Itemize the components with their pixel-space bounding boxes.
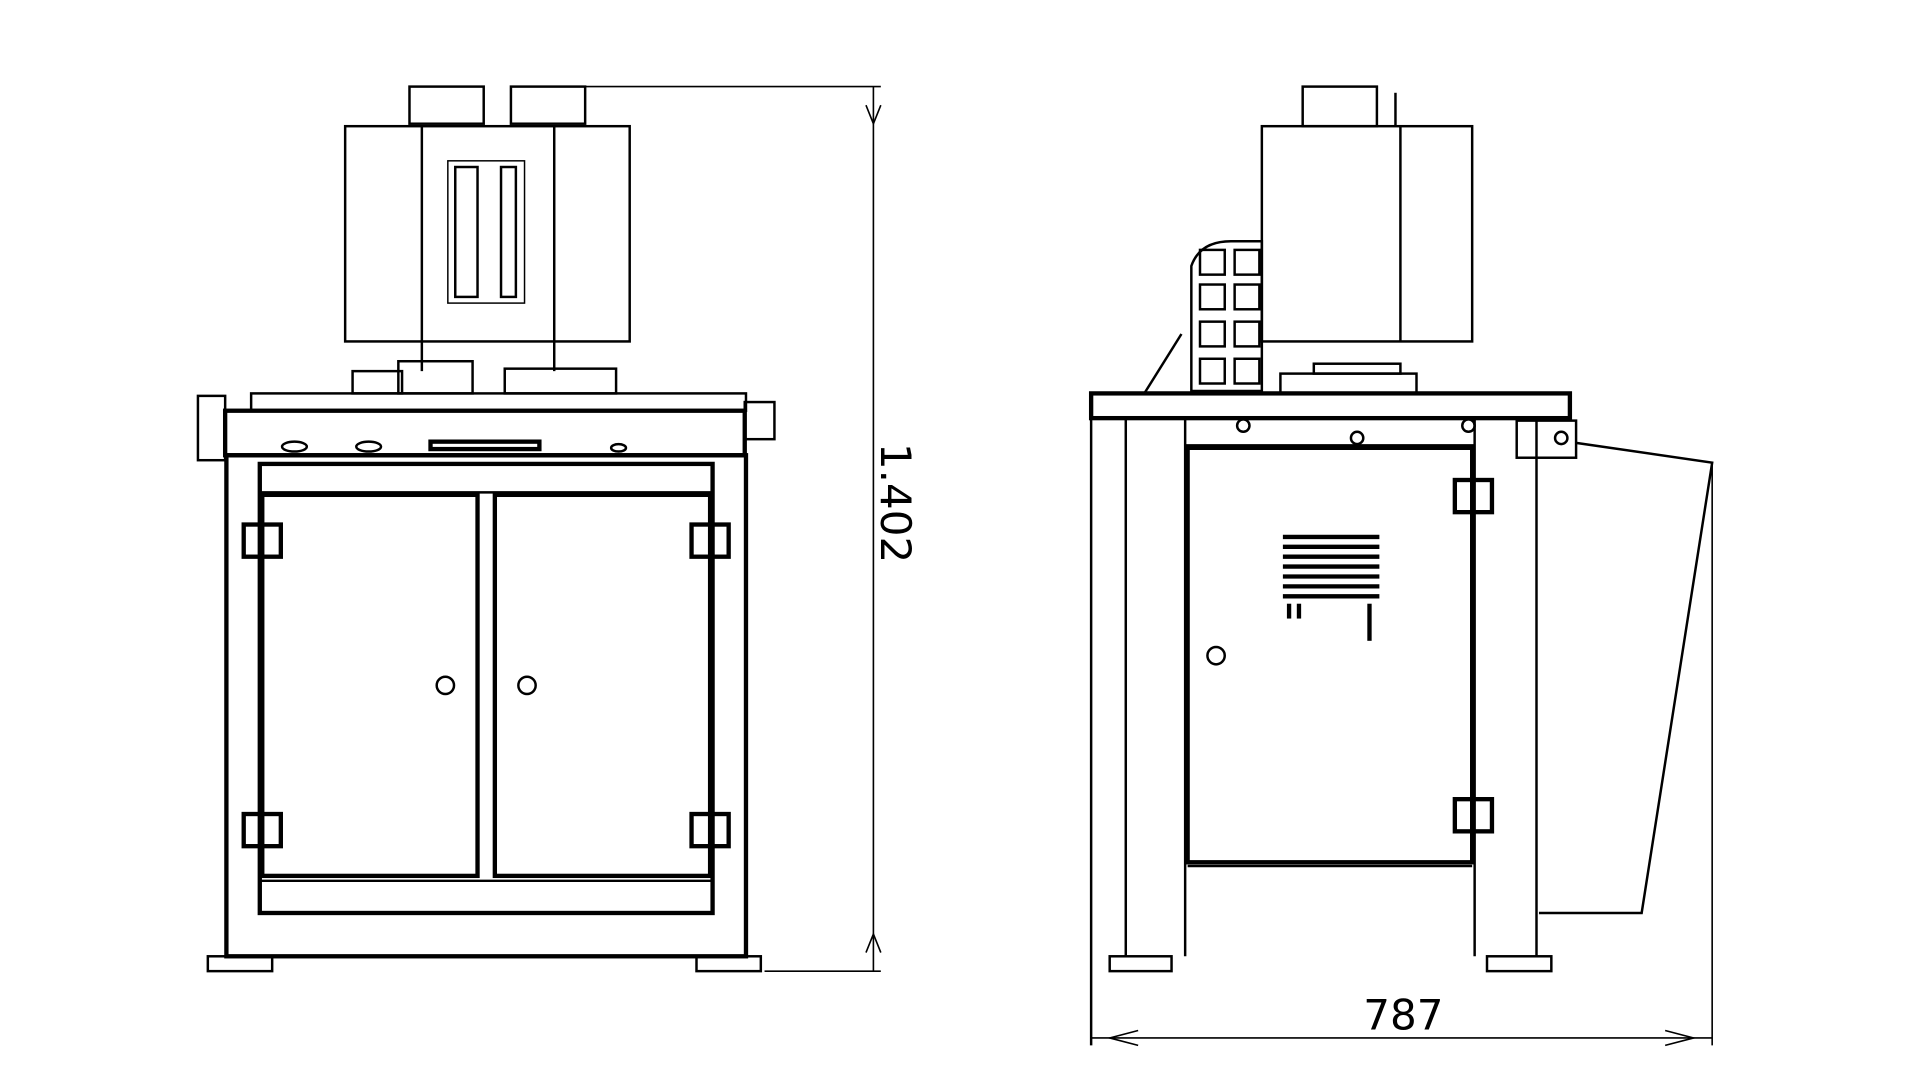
front-view: 1.402 <box>196 85 920 973</box>
front-table <box>196 392 776 462</box>
height-dimension-line <box>572 85 882 972</box>
vent-grille <box>1282 534 1380 641</box>
front-cabinet <box>206 453 763 973</box>
front-top-head <box>343 85 631 395</box>
left-door-handle-icon[interactable] <box>435 675 456 696</box>
height-dimension-label: 1.402 <box>871 443 920 563</box>
side-door-handle-icon[interactable] <box>1206 645 1226 666</box>
depth-dimension-label: 787 <box>1363 990 1443 1039</box>
side-top-head <box>1143 85 1474 395</box>
side-cabinet <box>1088 391 1714 1046</box>
right-door-handle-icon[interactable] <box>517 675 537 696</box>
depth-dimension-line <box>1091 462 1713 1047</box>
side-view: 787 <box>1088 85 1714 1047</box>
